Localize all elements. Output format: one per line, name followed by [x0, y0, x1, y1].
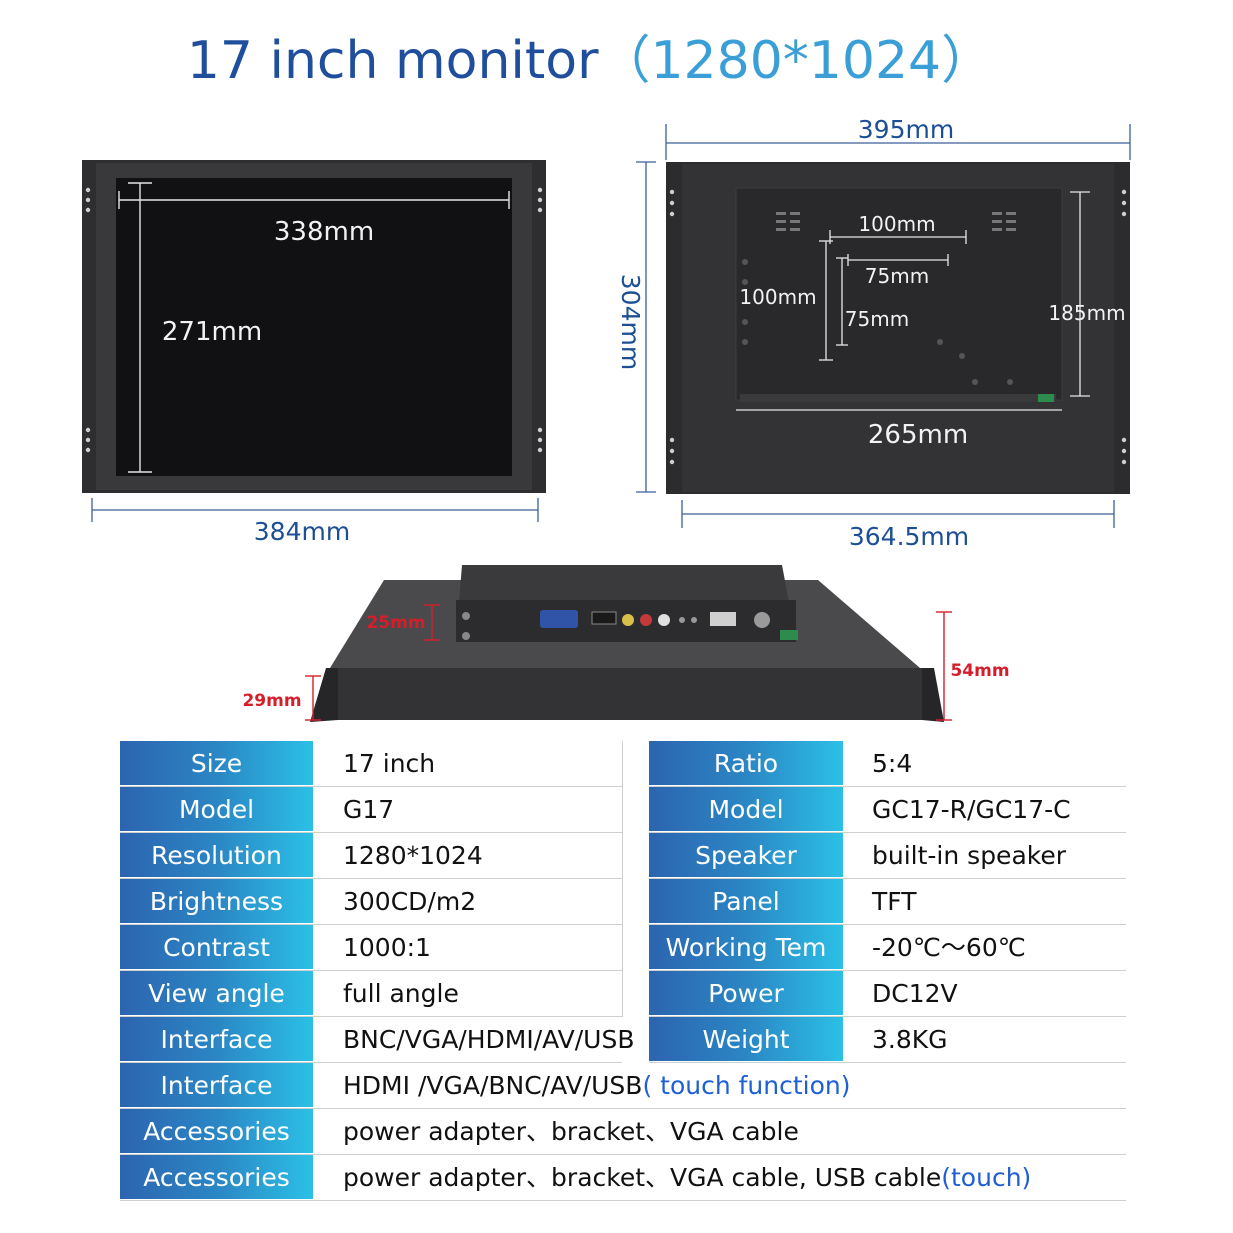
spec-label: Resolution — [120, 833, 313, 878]
spec-value: DC12V — [872, 979, 958, 1008]
spec-value: BNC/VGA/HDMI/AV/USB — [343, 1025, 635, 1054]
spec-value: power adapter、bracket、VGA cable — [343, 1109, 799, 1154]
spec-value-note: (touch) — [941, 1163, 1032, 1192]
front-outer-width-label: 384mm — [254, 517, 350, 546]
title-resolution: （1280*1024） — [598, 31, 994, 91]
spec-row-left: Resolution 1280*1024 — [120, 833, 622, 879]
spec-label: Model — [120, 787, 313, 832]
back-inner-width-label: 265mm — [868, 420, 968, 450]
side-frame-depth-label: 29mm — [242, 691, 301, 711]
column-divider — [622, 741, 623, 1017]
front-width-label: 338mm — [274, 217, 374, 247]
spec-value: -20℃～60℃ — [872, 933, 1026, 962]
back-view: 395mm 304mm — [616, 115, 1131, 551]
title-main: 17 inch monitor — [186, 31, 599, 91]
spec-row-left: Size 17 inch — [120, 741, 622, 787]
spec-row-right: Panel TFT — [649, 879, 1126, 925]
spec-row-right: Weight 3.8KG — [649, 1017, 1126, 1063]
spec-row-left: View angle full angle — [120, 971, 622, 1017]
spec-value: 300CD/m2 — [343, 887, 477, 916]
back-panel — [735, 187, 1063, 401]
spec-label: View angle — [120, 971, 313, 1016]
spec-row-right: Speaker built-in speaker — [649, 833, 1126, 879]
spec-value: GC17-R/GC17-C — [872, 795, 1071, 824]
spec-label: Brightness — [120, 879, 313, 924]
spec-row-right: Ratio 5:4 — [649, 741, 1126, 787]
side-box-depth-label: 25mm — [366, 613, 425, 633]
spec-value-text: HDMI /VGA/BNC/AV/USB — [343, 1071, 643, 1100]
back-inner-height-label: 185mm — [1048, 301, 1125, 325]
spec-label: Accessories — [120, 1155, 313, 1200]
spec-row-full: Accessories power adapter、bracket、VGA ca… — [120, 1155, 1126, 1201]
vesa-large-v-label: 100mm — [739, 285, 816, 309]
side-total-depth-label: 54mm — [950, 661, 1009, 681]
spec-row-left: Contrast 1000:1 — [120, 925, 622, 971]
spec-value: 1000:1 — [343, 933, 431, 962]
spec-label: Interface — [120, 1063, 313, 1108]
spec-value: 1280*1024 — [343, 841, 483, 870]
spec-value: 3.8KG — [872, 1025, 948, 1054]
spec-label: Weight — [649, 1017, 843, 1062]
monitor-diagrams: 338mm 271mm 384mm 395mm 304mm — [82, 115, 1131, 722]
spec-value: 17 inch — [343, 749, 436, 778]
spec-value: G17 — [343, 795, 395, 824]
spec-label: Speaker — [649, 833, 843, 878]
side-frame — [338, 668, 922, 720]
spec-value-text: power adapter、bracket、VGA cable, USB cab… — [343, 1163, 942, 1192]
spec-label: Working Tem — [649, 925, 843, 970]
spec-value: built-in speaker — [872, 841, 1067, 870]
spec-row-full: Interface HDMI /VGA/BNC/AV/USB( touch fu… — [120, 1063, 1126, 1109]
spec-label: Power — [649, 971, 843, 1016]
spec-label: Interface — [120, 1017, 313, 1062]
spec-row-left: Interface BNC/VGA/HDMI/AV/USB — [120, 1017, 635, 1063]
vesa-large-h-label: 100mm — [858, 212, 935, 236]
vesa-small-v-label: 75mm — [845, 307, 909, 331]
spec-row-right: Power DC12V — [649, 971, 1126, 1017]
spec-value: TFT — [872, 887, 917, 916]
spec-label: Model — [649, 787, 843, 832]
spec-label: Accessories — [120, 1109, 313, 1154]
spec-label: Ratio — [649, 741, 843, 786]
spec-label: Contrast — [120, 925, 313, 970]
spec-value: full angle — [343, 979, 459, 1008]
spec-value: power adapter、bracket、VGA cable, USB cab… — [343, 1155, 1031, 1200]
spec-value-note: ( touch function) — [642, 1071, 851, 1100]
front-screen — [116, 178, 512, 476]
spec-label: Panel — [649, 879, 843, 924]
side-view: 25mm 54mm 29mm — [242, 565, 1010, 722]
back-outer-width-label: 395mm — [858, 115, 954, 144]
spec-value: 5:4 — [872, 749, 913, 778]
spec-label: Size — [120, 741, 313, 786]
front-height-label: 271mm — [162, 317, 262, 347]
spec-row-left: Brightness 300CD/m2 — [120, 879, 622, 925]
back-frame-width-label: 364.5mm — [849, 522, 969, 551]
spec-row-left: Model G17 — [120, 787, 622, 833]
back-height-label: 304mm — [616, 274, 645, 370]
front-view: 338mm 271mm 384mm — [82, 160, 546, 546]
spec-row-right: Model GC17-R/GC17-C — [649, 787, 1126, 833]
vesa-small-h-label: 75mm — [865, 264, 929, 288]
spec-row-right: Working Tem -20℃～60℃ — [649, 925, 1126, 971]
spec-row-full: Accessories power adapter、bracket、VGA ca… — [120, 1109, 1126, 1155]
spec-value: HDMI /VGA/BNC/AV/USB( touch function) — [343, 1063, 851, 1108]
spec-value-text: power adapter、bracket、VGA cable — [343, 1117, 799, 1146]
page-title: 17 inch monitor（1280*1024） — [0, 18, 1180, 93]
